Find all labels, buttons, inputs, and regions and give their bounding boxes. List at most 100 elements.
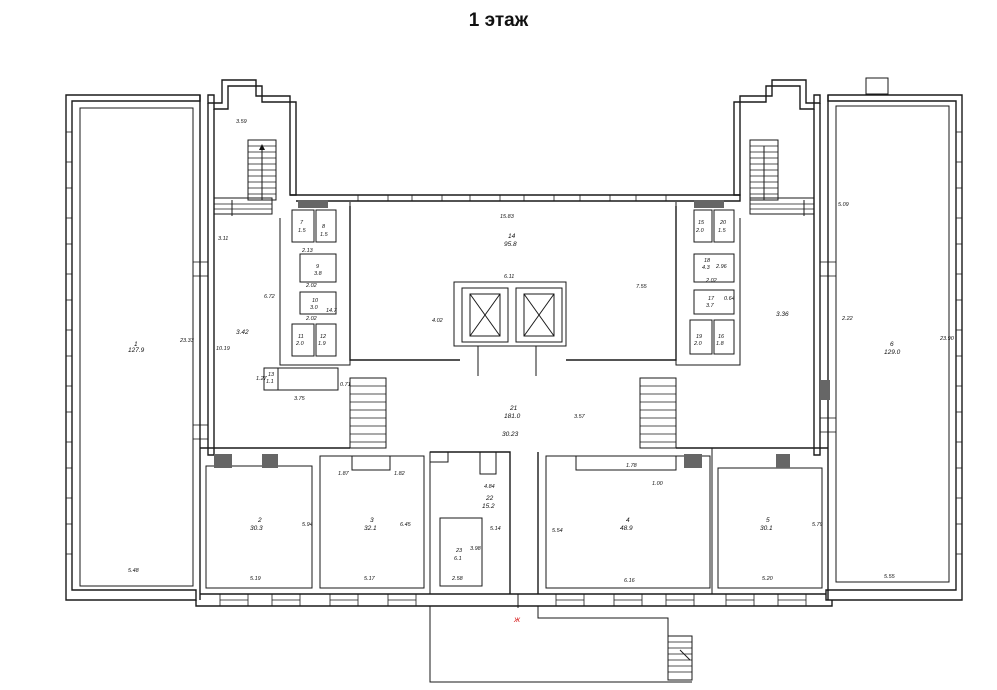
room-area: 48.9 xyxy=(620,525,633,532)
dimension-label: 5.94 xyxy=(302,522,313,528)
dimension-label: 7.55 xyxy=(636,284,648,290)
room-number: 21 xyxy=(509,405,518,412)
dimension-label: 2.02 xyxy=(305,316,317,322)
room-area: 95.8 xyxy=(504,241,517,248)
room-number: 12 xyxy=(320,334,326,340)
dimension-label: 5.48 xyxy=(128,568,140,574)
room-area: 1.8 xyxy=(716,341,725,347)
room-area: 3.8 xyxy=(314,271,323,277)
room-area: 129.0 xyxy=(884,349,901,356)
room-area: 1.1 xyxy=(266,379,274,385)
dimension-label: 1.78 xyxy=(626,463,638,469)
dimension-label: 5.20 xyxy=(762,576,774,582)
dimension-label: 3.42 xyxy=(236,329,249,336)
hall-stairs-right xyxy=(639,377,677,449)
room-labels: 1 127.9 2 30.3 3 32.1 4 48.9 5 30.1 6 12… xyxy=(128,220,901,562)
room-number: 23 xyxy=(455,548,463,554)
room-area: 3.7 xyxy=(706,303,715,309)
dimension-label: 6.11 xyxy=(504,274,514,280)
dimension-label: 5.79 xyxy=(812,522,823,528)
north-windows xyxy=(357,194,667,202)
room-number: 22 xyxy=(485,495,494,502)
right-small-rooms xyxy=(675,202,741,366)
dimension-label: 10.19 xyxy=(216,346,230,352)
dimension-label: 5.55 xyxy=(884,574,896,580)
dimension-label: 5.09 xyxy=(838,202,849,208)
dimension-label: 2.96 xyxy=(715,264,728,270)
dimension-label: 6.16 xyxy=(624,578,636,584)
dimension-label: 14.7 xyxy=(326,308,338,314)
bottom-rooms xyxy=(200,200,830,594)
dimension-label: 23.33 xyxy=(179,338,195,344)
room-area: 1.9 xyxy=(318,341,326,347)
room-area: 4.3 xyxy=(702,265,711,271)
room-number: 1 xyxy=(134,341,138,348)
room-number: 5 xyxy=(766,517,770,524)
left-wing-windows xyxy=(65,131,209,555)
dimension-label: 5.54 xyxy=(552,528,563,534)
dimension-label: 0.71 xyxy=(340,382,351,388)
room-number: 17 xyxy=(708,296,715,302)
room-number: 3 xyxy=(370,517,374,524)
dimension-label: 3.59 xyxy=(236,119,247,125)
dimension-label: 5.14 xyxy=(490,526,501,532)
room-area: 127.9 xyxy=(128,347,145,354)
outer-walls xyxy=(65,77,963,607)
dimension-label: 2.22 xyxy=(841,316,853,322)
entrance-marker: Ж xyxy=(513,617,521,624)
dimension-label: 30.23 xyxy=(502,431,519,438)
room-area: 30.1 xyxy=(760,525,773,532)
dimension-label: 5.19 xyxy=(250,576,261,582)
page-title: 1 этаж xyxy=(468,10,529,31)
dimension-label: 3.57 xyxy=(574,414,586,420)
room-area: 2.0 xyxy=(295,341,305,347)
room-number: 13 xyxy=(268,372,275,378)
room-area: 1.5 xyxy=(718,228,727,234)
room-area: 6.1 xyxy=(454,556,462,562)
room-number: 18 xyxy=(704,258,711,264)
dimension-label: 0.64 xyxy=(724,296,735,302)
room-number: 19 xyxy=(696,334,702,340)
room-area: 2.0 xyxy=(695,228,705,234)
dimension-label: 2.58 xyxy=(451,576,464,582)
dimension-label: 2.02 xyxy=(705,278,717,284)
dimension-label: 3.36 xyxy=(776,311,789,318)
room-number: 2 xyxy=(257,517,262,524)
dimension-label: 1.27 xyxy=(256,376,268,382)
room-area: 30.3 xyxy=(250,525,263,532)
room-area: 1.5 xyxy=(320,232,329,238)
hall-stairs-left xyxy=(349,377,387,449)
dimension-label: 1.00 xyxy=(652,481,664,487)
room-area: 181.0 xyxy=(504,413,521,420)
right-wing-windows xyxy=(819,131,963,555)
dimension-label: 6.72 xyxy=(264,294,275,300)
dimension-label: 4.84 xyxy=(484,484,495,490)
dimension-label: 5.17 xyxy=(364,576,376,582)
dimension-label: 2.13 xyxy=(301,248,314,254)
dimension-label: 3.75 xyxy=(294,396,306,402)
room-number: 8 xyxy=(322,224,326,230)
entrance-stairs xyxy=(667,635,693,681)
room-area: 15.2 xyxy=(482,503,495,510)
dimension-label: 3.11 xyxy=(218,236,228,242)
room-number: 16 xyxy=(718,334,725,340)
dimension-label: 2.02 xyxy=(305,283,317,289)
room-number: 10 xyxy=(312,298,319,304)
dimension-label: 3.98 xyxy=(470,546,482,552)
left-small-rooms xyxy=(263,202,351,391)
dimension-label: 23.90 xyxy=(939,336,955,342)
dimension-labels: 3.59 15.83 6.11 7.55 4.02 3.11 6.72 2.13… xyxy=(128,119,955,584)
dimension-label: 1.82 xyxy=(394,471,405,477)
dimension-label: 4.02 xyxy=(432,318,443,324)
room-14-walls xyxy=(349,206,677,376)
dimension-label: 1.87 xyxy=(338,471,350,477)
room-number: 15 xyxy=(698,220,705,226)
room-number: 14 xyxy=(508,233,516,240)
room-number: 11 xyxy=(298,334,304,340)
room-area: 1.5 xyxy=(298,228,307,234)
room-number: 20 xyxy=(719,220,727,226)
room-number: 7 xyxy=(300,220,304,226)
left-staircase xyxy=(213,139,277,216)
